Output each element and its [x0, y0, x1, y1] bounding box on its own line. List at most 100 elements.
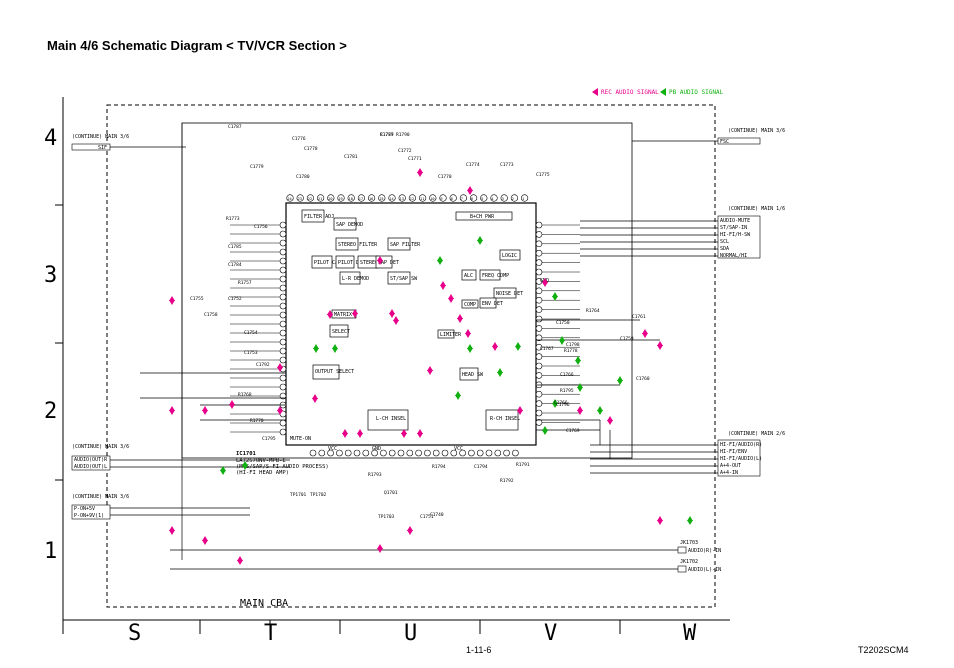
- ic-pin: [368, 194, 376, 202]
- rec-signal-arrow: [407, 530, 413, 535]
- rec-signal-arrow: [277, 410, 283, 415]
- col-label: V: [544, 621, 557, 646]
- rec-signal-arrow: [377, 256, 383, 261]
- ic-bottom-pins: [230, 221, 580, 457]
- rec-signal-arrow: [202, 406, 208, 411]
- ic-pin-number: 13: [400, 197, 404, 201]
- ic-pin: [279, 239, 287, 247]
- rec-signal-arrow: [427, 366, 433, 371]
- rec-signal-arrow: [465, 329, 471, 334]
- component-ref: C1759: [620, 336, 634, 342]
- svg-text:ST/SAP SW: ST/SAP SW: [390, 276, 418, 282]
- ic-pin: [378, 194, 386, 202]
- svg-text:PILOT DET: PILOT DET: [338, 260, 365, 266]
- rec-signal-arrow: [277, 406, 283, 411]
- ic-pin-number: 9: [440, 197, 442, 201]
- ic-pin-number: 22: [308, 197, 312, 201]
- component-ref: R1792: [500, 478, 514, 484]
- rec-signal-arrow: [342, 433, 348, 438]
- component-ref: TP1701: [290, 492, 307, 498]
- component-ref: C1753: [244, 350, 258, 356]
- svg-text:HI-FI/ENV: HI-FI/ENV: [720, 449, 747, 455]
- component-ref: C1798: [566, 342, 580, 348]
- rec-signal-arrow: [229, 400, 235, 405]
- ic-pin: [432, 449, 440, 457]
- pb-signal-arrow: [575, 360, 581, 365]
- component-ref: R1791: [516, 462, 530, 468]
- pb-signal-arrow: [559, 340, 565, 345]
- rec-signal-arrow: [542, 278, 548, 283]
- svg-text:SAP FILTER: SAP FILTER: [390, 242, 421, 248]
- pb-signal-arrow: [332, 348, 338, 353]
- component-ref: R1789: [380, 132, 394, 138]
- svg-text:A+4-IN: A+4-IN: [720, 470, 738, 476]
- rec-signal-arrow: [417, 172, 423, 177]
- rec-signal-arrow: [357, 429, 363, 434]
- component-ref: C1795: [262, 436, 276, 442]
- svg-text:LOGIC: LOGIC: [502, 253, 517, 259]
- ic-pin: [535, 372, 543, 379]
- rec-signal-arrow: [407, 526, 413, 531]
- rec-signal-arrow: [492, 346, 498, 351]
- pb-signal-arrow: [455, 395, 461, 400]
- wiring: [110, 123, 718, 570]
- component-labels: C1787C1776C1778C1779C1780C1781C1777C1772…: [190, 124, 650, 520]
- component-ref: C1778: [304, 146, 318, 152]
- pb-signal-arrow: [437, 256, 443, 261]
- rec-signal-arrow: [169, 406, 175, 411]
- rec-signal-arrow: [169, 530, 175, 535]
- ic-pin: [279, 320, 287, 328]
- ic-pin: [279, 347, 287, 355]
- ic-pin: [535, 240, 543, 248]
- svg-text:FREQ COMP: FREQ COMP: [482, 273, 509, 279]
- row-label: 1: [44, 539, 57, 564]
- ic-pin: [327, 194, 335, 202]
- component-ref: R1793: [368, 472, 382, 478]
- svg-text:LIMITER: LIMITER: [440, 332, 462, 338]
- ic-pin: [327, 449, 334, 457]
- rec-signal-arrow: [440, 281, 446, 286]
- rec-signal-arrow: [169, 296, 175, 301]
- ic-pin: [344, 449, 352, 457]
- rec-signal-arrow: [312, 398, 318, 403]
- ic-pin-number: 16: [369, 197, 373, 201]
- component-ref: TP1702: [310, 492, 327, 498]
- rec-signal-arrow: [277, 367, 283, 372]
- ic-pin: [459, 194, 468, 202]
- rec-signal-arrow: [169, 526, 175, 531]
- ic-pin: [535, 249, 543, 257]
- rec-signal-arrow: [417, 429, 423, 434]
- rec-signal-arrow: [342, 429, 348, 434]
- connector-right-low: (CONTINUE) MAIN 2/6 HI-FI/AUDIO(R) HI-FI…: [717, 431, 785, 477]
- connector-left-top: (CONTINUE) MAIN 3/6 SIF: [71, 134, 186, 151]
- connector-left-mid: (CONTINUE) MAIN 3/6 AUDIO(OUT)R AUDIO(OU…: [71, 444, 129, 471]
- pb-signal-arrow: [313, 348, 319, 353]
- ic-pin: [520, 194, 529, 202]
- pb-signal-arrow: [437, 260, 443, 265]
- svg-text:B+CH PWR: B+CH PWR: [470, 214, 495, 220]
- component-ref: C1772: [398, 148, 412, 154]
- svg-text:AUDIO-MUTE: AUDIO-MUTE: [720, 218, 750, 224]
- pb-signal-arrow: [313, 344, 319, 349]
- svg-text:SELECT: SELECT: [332, 329, 350, 335]
- legend-rec: REC AUDIO SIGNAL: [601, 89, 659, 96]
- rec-signal-arrow: [229, 404, 235, 409]
- col-label: W: [683, 621, 697, 646]
- connector-right-mid: (CONTINUE) MAIN 1/6 AUDIO-MUTE ST/SAP-IN…: [717, 206, 785, 259]
- pb-signal-arrow: [577, 383, 583, 388]
- svg-text:ENV DET: ENV DET: [482, 301, 503, 307]
- rec-signal-arrow: [417, 433, 423, 438]
- pb-signal-arrow: [542, 430, 548, 435]
- grid-frame: [55, 97, 730, 634]
- pb-signal-arrow: [467, 348, 473, 353]
- rec-signal-arrow: [517, 410, 523, 415]
- pb-signal-arrow: [552, 399, 558, 404]
- pb-signal-arrow: [577, 387, 583, 392]
- svg-text:FILTER ADJ: FILTER ADJ: [304, 214, 334, 220]
- component-ref: C1770: [438, 174, 452, 180]
- rec-signal-arrow: [327, 314, 333, 319]
- ic-pin: [279, 275, 287, 283]
- svg-text:R-CH INSEL: R-CH INSEL: [490, 416, 520, 422]
- component-ref: C1777: [380, 132, 394, 138]
- row-label: 4: [44, 126, 57, 151]
